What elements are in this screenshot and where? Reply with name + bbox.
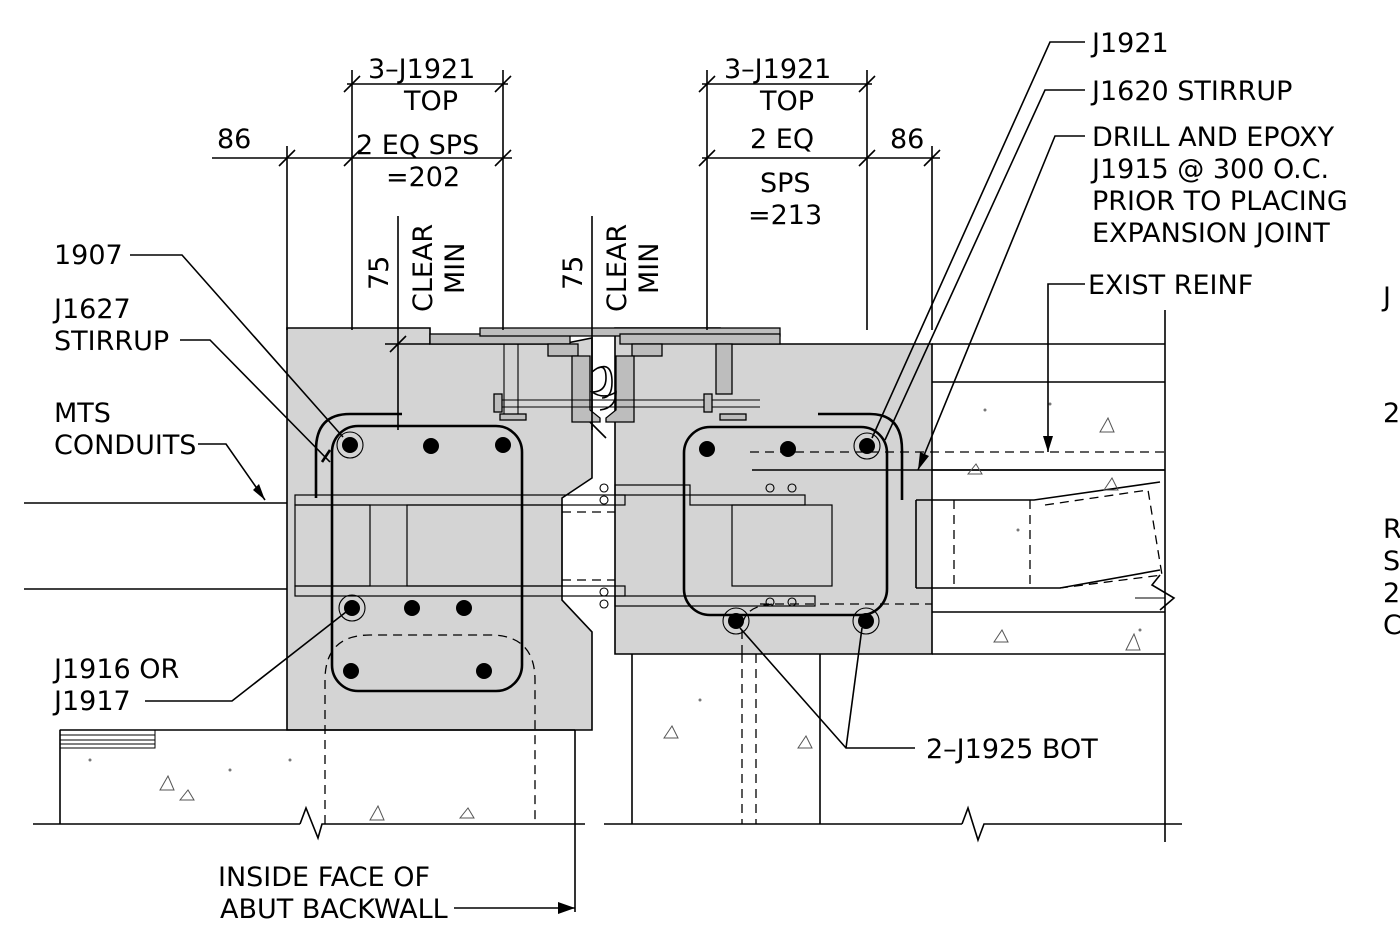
clear-left-min: MIN: [440, 243, 471, 294]
clear-left-dim: 75: [364, 256, 395, 290]
edge-right-dim: 86: [890, 124, 924, 155]
dimension-lines: [212, 70, 941, 439]
clear-left-word: CLEAR: [408, 224, 439, 312]
edge-text-c: C: [1383, 610, 1400, 641]
j1921-callout: J1921: [1090, 28, 1169, 59]
edge-text-j: J: [1381, 282, 1391, 313]
stirrup-j1627-label-2: STIRRUP: [54, 326, 169, 357]
left-support: [33, 634, 585, 912]
mts-conduits-label-2: CONDUITS: [54, 430, 196, 461]
edge-left-dim: 86: [217, 124, 251, 155]
exist-reinf-callout: EXIST REINF: [1088, 270, 1253, 301]
top-right-top-label: TOP: [759, 86, 814, 117]
top-right-sps-label: SPS: [760, 168, 811, 199]
j1916-label: J1916 OR: [52, 654, 179, 685]
right-support: [604, 654, 1182, 843]
inside-face-label: INSIDE FACE OF: [218, 862, 430, 893]
clear-right-min: MIN: [634, 243, 665, 294]
expansion-joint-assembly: [429, 327, 781, 423]
mts-conduits: [24, 483, 833, 609]
top-right-bars-label: 3–J1921: [724, 54, 831, 85]
top-left-value-label: =202: [386, 162, 460, 193]
leader-lines: [130, 41, 1085, 914]
edge-text-2: 2: [1383, 398, 1400, 429]
top-right-value-label: =213: [748, 200, 822, 231]
concrete-hatching: [88, 402, 1142, 821]
clear-right-word: CLEAR: [602, 224, 633, 312]
j1916-label-2: J1917: [52, 686, 131, 717]
mts-conduits-label: MTS: [54, 398, 111, 429]
inside-face-label-2: ABUT BACKWALL: [220, 894, 448, 925]
top-left-spacing-label: 2 EQ SPS: [356, 130, 479, 161]
drill-epoxy-note-2: J1915 @ 300 O.C.: [1090, 154, 1329, 185]
top-right-eq-label: 2 EQ: [750, 124, 814, 155]
stirrup-j1627-label: J1627: [52, 294, 131, 325]
j1620-callout: J1620 STIRRUP: [1090, 76, 1292, 107]
drill-epoxy-note-1: DRILL AND EPOXY: [1092, 122, 1335, 153]
top-left-bars-label: 3–J1921: [368, 54, 475, 85]
clear-right-dim: 75: [558, 256, 589, 290]
left-reinforcement: [314, 412, 524, 693]
edge-text-r: R: [1383, 514, 1400, 545]
edge-text-s: S: [1383, 546, 1400, 577]
right-reinforcement: [682, 412, 1165, 654]
right-concrete-block: [614, 327, 933, 655]
bar-1907-label: 1907: [54, 240, 123, 271]
edge-text-2b: 2: [1383, 578, 1400, 609]
drill-epoxy-note-3: PRIOR TO PLACING: [1092, 186, 1348, 217]
drill-epoxy-note-4: EXPANSION JOINT: [1092, 218, 1330, 249]
bot-bars-callout: 2–J1925 BOT: [926, 734, 1098, 765]
top-left-top-label: TOP: [403, 86, 458, 117]
